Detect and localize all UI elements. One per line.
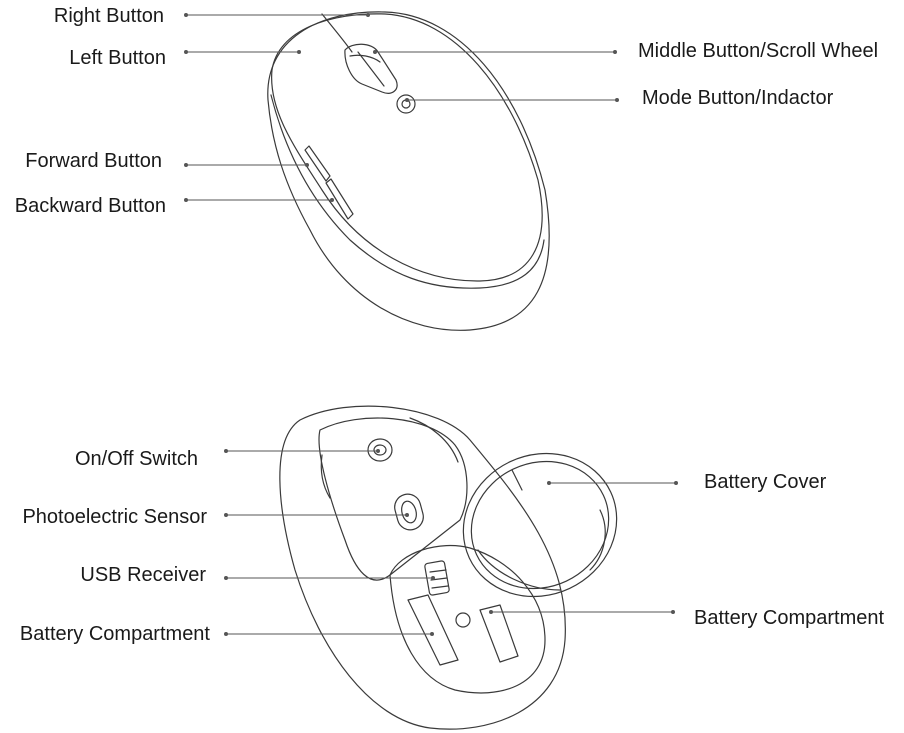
label-right-button: Right Button xyxy=(54,5,164,27)
label-battery-cover: Battery Cover xyxy=(704,471,827,493)
label-usb-receiver: USB Receiver xyxy=(80,564,206,586)
skid-foot-top xyxy=(409,417,459,463)
label-backward-button: Backward Button xyxy=(15,195,166,217)
label-mode-button: Mode Button/Indactor xyxy=(642,87,834,109)
battery-bay xyxy=(389,544,546,694)
label-photoelectric-sensor: Photoelectric Sensor xyxy=(22,506,207,528)
battery-cover xyxy=(462,452,618,598)
scroll-wheel xyxy=(344,43,398,94)
label-battery-compartment-right: Battery Compartment xyxy=(694,607,885,629)
label-on-off-switch: On/Off Switch xyxy=(75,448,198,470)
base-plate xyxy=(318,417,468,581)
mouse-top-view xyxy=(267,11,550,331)
battery-contact xyxy=(455,612,471,628)
mouse-top-surface xyxy=(271,13,543,282)
battery-slot-right xyxy=(479,604,519,663)
leader-lines xyxy=(184,13,678,636)
label-forward-button: Forward Button xyxy=(25,150,162,172)
forward-button-shape xyxy=(304,145,331,182)
battery-slot-left xyxy=(407,594,459,666)
mouse-side-line xyxy=(270,94,545,289)
bottom-shell-outline xyxy=(279,405,566,730)
label-left-button: Left Button xyxy=(69,47,166,69)
photoelectric-sensor xyxy=(394,493,424,531)
backward-button-shape xyxy=(325,178,354,220)
mode-button-indicator xyxy=(396,94,416,114)
label-battery-compartment-left: Battery Compartment xyxy=(20,623,211,645)
mouse-shell-outline xyxy=(267,11,550,331)
button-split-line xyxy=(321,13,353,53)
on-off-switch xyxy=(367,438,393,462)
label-middle-button: Middle Button/Scroll Wheel xyxy=(638,40,878,62)
labels: Right Button Left Button Forward Button … xyxy=(15,5,885,645)
mouse-bottom-view xyxy=(279,405,618,730)
skid-foot-left xyxy=(320,454,331,499)
